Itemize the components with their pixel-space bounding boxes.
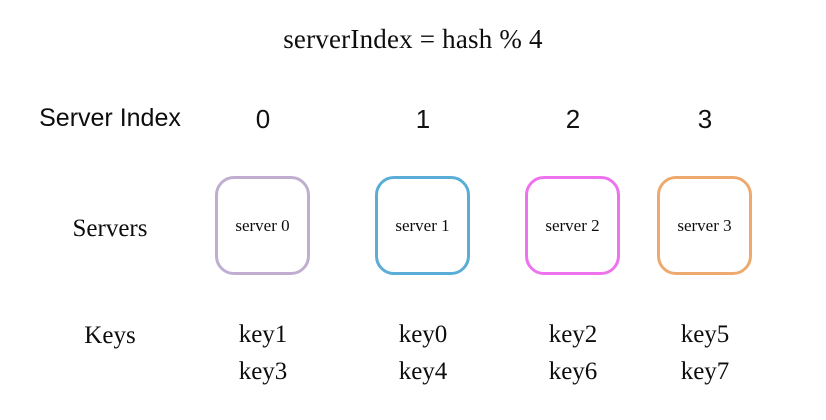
key-list-1: key0 key4 [348, 316, 498, 390]
row-label-servers: Servers [72, 215, 148, 242]
server-column-2: 2 server 2 key2 key6 [498, 0, 648, 420]
server-box-label-1: server 1 [395, 215, 450, 235]
server-box-3[interactable]: server 3 [657, 176, 752, 275]
diagram-title: serverIndex = hash % 4 [283, 24, 543, 54]
key-list-2: key2 key6 [498, 316, 648, 390]
server-box-label-0: server 0 [235, 215, 290, 235]
server-column-3: 3 server 3 key5 key7 [630, 0, 780, 420]
key-list-0: key1 key3 [188, 316, 338, 390]
server-box-0[interactable]: server 0 [215, 176, 310, 275]
server-box-2[interactable]: server 2 [525, 176, 620, 275]
server-column-1: 1 server 1 key0 key4 [348, 0, 498, 420]
key-item: key7 [680, 358, 730, 385]
server-index-value-0: 0 [255, 104, 271, 134]
key-item: key0 [398, 321, 448, 348]
key-item: key2 [548, 321, 598, 348]
row-label-server-index: Server Index [39, 104, 181, 132]
server-index-value-2: 2 [565, 104, 581, 134]
server-index-value-3: 3 [697, 104, 713, 134]
key-item: key1 [238, 321, 288, 348]
server-box-label-3: server 3 [677, 215, 732, 235]
row-label-keys: Keys [84, 322, 136, 349]
key-item: key3 [238, 358, 288, 385]
server-box-1[interactable]: server 1 [375, 176, 470, 275]
key-item: key4 [398, 358, 448, 385]
server-column-0: 0 server 0 key1 key3 [188, 0, 338, 420]
server-index-value-1: 1 [415, 104, 431, 134]
key-list-3: key5 key7 [630, 316, 780, 390]
key-item: key6 [548, 358, 598, 385]
server-box-label-2: server 2 [545, 215, 600, 235]
key-item: key5 [680, 321, 730, 348]
